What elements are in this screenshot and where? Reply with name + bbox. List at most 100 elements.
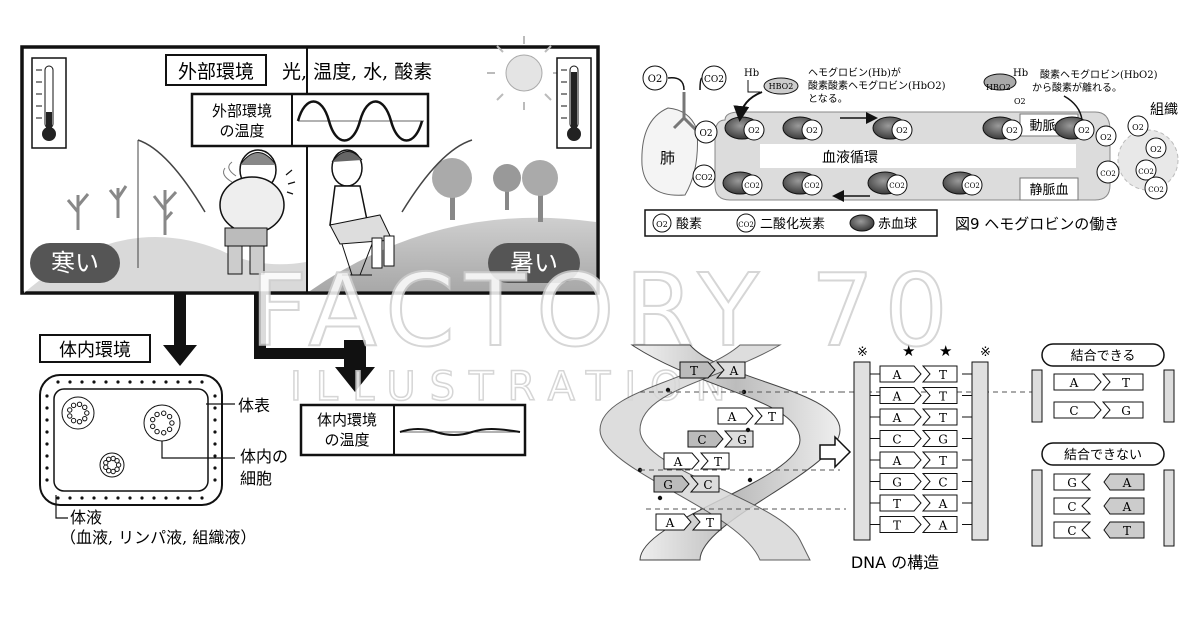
skin-dot bbox=[92, 380, 96, 384]
base-letter: T bbox=[1123, 524, 1131, 538]
base-right bbox=[921, 473, 958, 490]
skin-dot bbox=[213, 466, 217, 470]
skin-dot bbox=[213, 430, 217, 434]
rail-right bbox=[1163, 469, 1175, 547]
tissue-co2-2: CO2 bbox=[1138, 168, 1154, 176]
cannot-bind-label: 結合できない bbox=[1064, 448, 1142, 463]
base-left bbox=[679, 361, 716, 379]
base-right bbox=[753, 407, 784, 425]
legend-co2: 二酸化炭素 bbox=[760, 217, 825, 232]
base-right bbox=[921, 451, 958, 469]
cell-nucleus bbox=[114, 466, 120, 472]
base-left bbox=[879, 494, 922, 512]
released-o2: O2 bbox=[1014, 97, 1026, 106]
base-letter: C bbox=[938, 476, 947, 490]
binding-annotation: Hb HBO2 ヘモグロビン(Hb)が 酸素酸素ヘモグロビン(HbO2) となる… bbox=[733, 66, 946, 122]
o2-bubble-2: O2 bbox=[699, 129, 712, 139]
gas-bubble bbox=[801, 119, 823, 141]
base-left bbox=[717, 407, 754, 425]
internal-temp-wave bbox=[399, 428, 521, 436]
internal-environment-label: 体内環境 bbox=[59, 340, 131, 361]
cell-nucleus bbox=[76, 418, 83, 425]
skin-dot bbox=[45, 394, 49, 398]
cell-nucleus bbox=[106, 468, 112, 474]
base-left bbox=[655, 513, 692, 531]
helix-dot bbox=[747, 477, 753, 483]
tissue-co2-1: CO2 bbox=[1100, 170, 1116, 178]
gas-label: O2 bbox=[1006, 126, 1018, 135]
base-left bbox=[879, 516, 922, 533]
skin-dot bbox=[80, 380, 84, 384]
base-letter: A bbox=[892, 454, 902, 468]
release-text-1: 酸素ヘモグロビン(HbO2) bbox=[1040, 68, 1158, 81]
skin-dot bbox=[128, 380, 132, 384]
skin-dot bbox=[164, 496, 168, 500]
base-right bbox=[689, 475, 720, 493]
base-letter: C bbox=[703, 478, 712, 492]
tissue-co2-3: CO2 bbox=[1148, 186, 1164, 194]
body-cells-label-1: 体内の bbox=[240, 447, 288, 466]
base-letter: T bbox=[706, 516, 714, 530]
base-left bbox=[879, 430, 922, 447]
environment-panel: 外部環境 光, 温度, 水, 酸素 外部環境 の温度 bbox=[20, 36, 600, 295]
skin-dots bbox=[45, 380, 217, 500]
base-left bbox=[687, 430, 724, 448]
mismatch-left bbox=[1053, 497, 1092, 515]
skin-dot bbox=[213, 394, 217, 398]
gas-bubble bbox=[1073, 119, 1095, 141]
base-letter: C bbox=[1069, 404, 1078, 418]
note-mark-left: ※ bbox=[857, 345, 868, 360]
base-letter: C bbox=[697, 433, 706, 447]
skin-dot bbox=[45, 478, 49, 482]
helix-strand-2 bbox=[599, 344, 811, 561]
cell-nucleus bbox=[84, 410, 90, 416]
internal-label-box bbox=[39, 334, 151, 363]
helix-dot bbox=[665, 387, 671, 393]
skin-dot bbox=[164, 380, 168, 384]
leafy-trees bbox=[432, 158, 558, 222]
base-letter: G bbox=[663, 478, 673, 492]
skin-dot bbox=[116, 496, 120, 500]
base-letter: G bbox=[1067, 476, 1077, 490]
mismatch-left bbox=[1053, 473, 1092, 491]
cell-nucleus bbox=[82, 404, 88, 411]
release-annotation: Hb HBO2 O2 酸素ヘモグロビン(HbO2) から酸素が離れる。 bbox=[983, 68, 1158, 121]
vein-label: 静脈血 bbox=[1029, 183, 1068, 198]
base-right bbox=[921, 494, 958, 512]
skin-dot bbox=[45, 466, 49, 470]
base-letter: A bbox=[1122, 476, 1132, 490]
base-left bbox=[879, 451, 922, 469]
skin-dot bbox=[128, 496, 132, 500]
watermark: FACTORY 70 ILLUSTRATION bbox=[249, 251, 949, 411]
cell-nucleus bbox=[169, 420, 175, 426]
skin-dot bbox=[140, 380, 144, 384]
circulation-label: 血液循環 bbox=[822, 150, 878, 166]
external-environment-label: 外部環境 bbox=[178, 61, 254, 83]
base-letter: A bbox=[938, 497, 948, 511]
gas-bubble bbox=[801, 174, 823, 196]
gas-label: O2 bbox=[1078, 126, 1090, 135]
skin-dot bbox=[152, 496, 156, 500]
external-temp-wave bbox=[296, 100, 424, 142]
skin-dot bbox=[200, 380, 204, 384]
cell-nucleus bbox=[103, 460, 109, 466]
cell-nucleus bbox=[67, 413, 73, 419]
internal-environment: 体内環境 体表 体内の 細胞 体液 （血液, リンパ液, 組織液） 体内環境 の… bbox=[39, 334, 527, 547]
internal-temp-label-1: 体内環境 bbox=[317, 411, 377, 429]
cell-nucleus bbox=[76, 401, 83, 408]
skin-dot bbox=[213, 406, 217, 410]
base-letter: A bbox=[938, 519, 948, 533]
base-left bbox=[663, 452, 700, 470]
gas-label: O2 bbox=[896, 126, 908, 135]
external-temp-label-2: の温度 bbox=[219, 122, 264, 140]
hemoglobin-legend: O2 酸素 CO2 二酸化炭素 赤血球 bbox=[644, 209, 938, 237]
hb-label-2: Hb bbox=[1013, 68, 1028, 79]
base-letter: T bbox=[893, 519, 901, 533]
cell-dots bbox=[67, 401, 175, 475]
